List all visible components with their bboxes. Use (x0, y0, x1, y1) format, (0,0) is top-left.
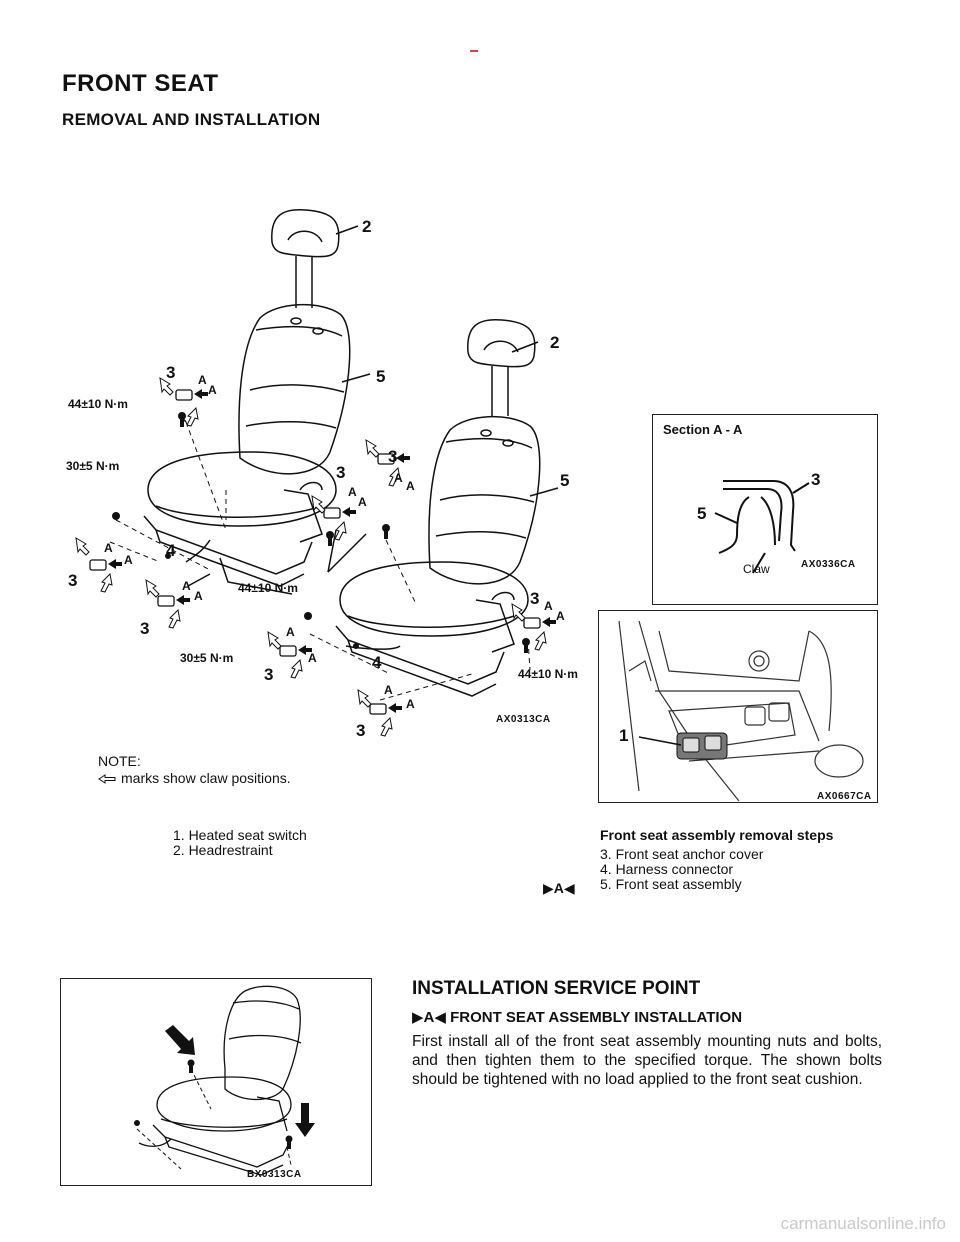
seat-exploded-diagram: 2 2 5 5 3 3 3 3 3 3 3 3 4 4 A A A A A A … (66, 208, 578, 740)
callout-3-a: 3 (166, 363, 175, 382)
torque-44-right: 44±10 N·m (518, 667, 578, 681)
note: NOTE: marks show claw positions. (98, 753, 291, 787)
callout-3-f: 3 (264, 665, 273, 684)
console-photo-drawing: 1 AX0667CA (618, 620, 872, 802)
callout-3-e: 3 (388, 447, 397, 466)
legend-item-2: 2. Headrestraint (173, 842, 273, 858)
bolt-diagram-code: BX0313CA (247, 1169, 302, 1180)
callout-3-h: 3 (530, 589, 539, 608)
claw-arrow-icon (98, 773, 116, 784)
label-a: A (104, 541, 113, 555)
label-a: A (194, 589, 203, 603)
note-text: marks show claw positions. (121, 770, 291, 786)
label-a: A (348, 485, 357, 499)
callout-4-lower: 4 (372, 653, 382, 672)
label-a: A (208, 383, 217, 397)
callout-2-upper: 2 (362, 217, 371, 236)
legend-item-3: 3. Front seat anchor cover (600, 846, 764, 862)
legend-item-4: 4. Harness connector (600, 861, 734, 877)
callout-3-d: 3 (336, 463, 345, 482)
installation-service-point: INSTALLATION SERVICE POINT ▶A◀ FRONT SEA… (412, 978, 882, 1089)
section-callout-3: 3 (811, 470, 820, 489)
service-marker: ▶A◀ (543, 880, 575, 896)
label-a: A (308, 651, 317, 665)
page-title: FRONT SEAT (62, 70, 219, 97)
legend-item-5: 5. Front seat assembly (600, 876, 742, 892)
label-a: A (384, 683, 393, 697)
label-a: A (124, 553, 133, 567)
page-subtitle: REMOVAL AND INSTALLATION (62, 110, 321, 129)
photo-code: AX0667CA (817, 791, 872, 802)
service-body: First install all of the front seat asse… (412, 1033, 882, 1088)
label-a: A (358, 495, 367, 509)
header-dash (470, 50, 478, 52)
note-heading: NOTE: (98, 753, 141, 769)
diagram-code: AX0313CA (496, 714, 551, 725)
watermark: carmanualsonline.info (780, 1214, 946, 1233)
callout-5-upper: 5 (376, 367, 385, 386)
section-code: AX0336CA (801, 559, 856, 570)
torque-30-lower: 30±5 N·m (180, 651, 233, 665)
label-a: A (406, 479, 415, 493)
photo-callout-1: 1 (619, 726, 628, 745)
callout-3-c: 3 (140, 619, 149, 638)
callout-3-g: 3 (356, 721, 365, 740)
torque-44-upper: 44±10 N·m (68, 397, 128, 411)
callout-2-lower: 2 (550, 333, 559, 352)
bolt-position-drawing: BX0313CA (134, 985, 315, 1180)
label-a: A (198, 373, 207, 387)
section-title: Section A - A (663, 422, 743, 437)
torque-44-center: 44±10 N·m (238, 581, 298, 595)
label-a: A (394, 471, 403, 485)
label-a: A (544, 599, 553, 613)
legend-left: 1. Heated seat switch 2. Headrestraint (173, 828, 307, 858)
service-subheading: ▶A◀ FRONT SEAT ASSEMBLY INSTALLATION (412, 1009, 743, 1026)
label-a: A (406, 697, 415, 711)
service-heading: INSTALLATION SERVICE POINT (412, 978, 701, 999)
claw-label: Claw (743, 562, 770, 576)
section-view-box: Section A - A 3 5 Claw AX0336CA (652, 414, 878, 605)
legend-heading: Front seat assembly removal steps (600, 827, 834, 843)
torque-30-upper: 30±5 N·m (66, 459, 119, 473)
console-photo-box: 1 AX0667CA (598, 610, 878, 803)
label-a: A (286, 625, 295, 639)
callout-4-upper: 4 (166, 541, 176, 560)
label-a: A (556, 609, 565, 623)
section-callout-5: 5 (697, 504, 706, 523)
callout-5-lower: 5 (560, 471, 569, 490)
label-a: A (182, 579, 191, 593)
legend-item-1: 1. Heated seat switch (173, 827, 307, 843)
section-view-drawing: 3 5 Claw AX0336CA (697, 470, 856, 576)
legend-right: Front seat assembly removal steps 3. Fro… (600, 828, 833, 892)
callout-3-b: 3 (68, 571, 77, 590)
bolt-position-diagram-box: BX0313CA (60, 978, 372, 1186)
